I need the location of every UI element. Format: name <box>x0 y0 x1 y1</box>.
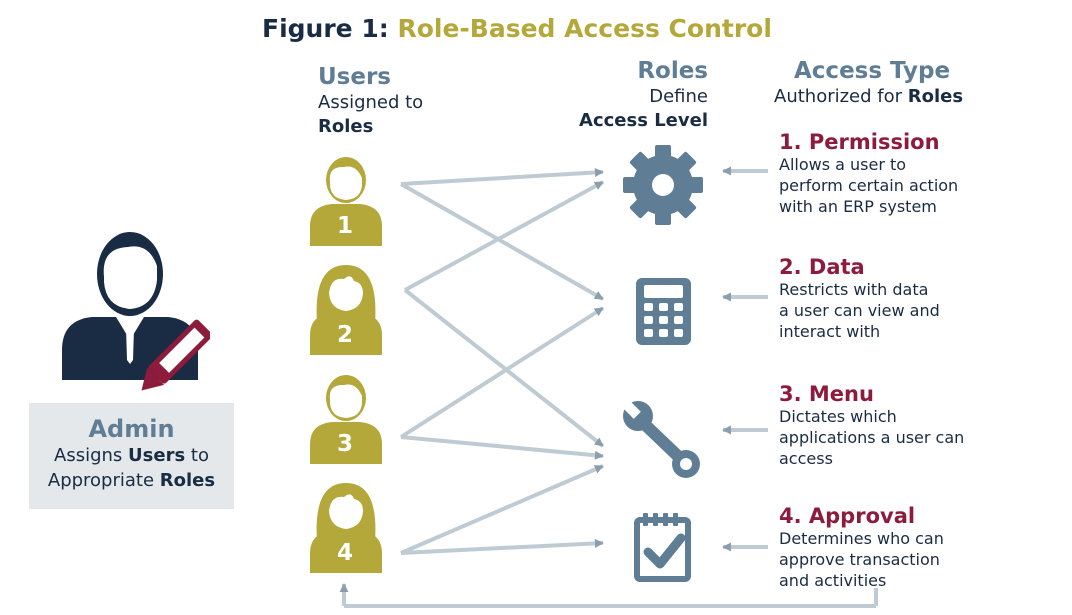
access-column-line-bold: Roles <box>907 86 964 107</box>
roles-column-heading: Roles <box>637 58 708 84</box>
user-number: 3 <box>336 431 353 457</box>
user-1: 1 <box>307 154 387 246</box>
admin-figure <box>50 222 213 392</box>
access-type-title: 3. Menu <box>779 382 874 406</box>
users-column-line2: Roles <box>318 116 374 137</box>
access-type-menu: 3. Menu Dictates which applications a us… <box>779 382 1064 469</box>
connector-user2-role3 <box>403 288 605 448</box>
user-3: 3 <box>307 372 387 464</box>
gear-icon <box>623 145 703 225</box>
admin-line1-suffix: to <box>190 445 209 466</box>
user-number: 2 <box>336 322 353 348</box>
access-type-description: Restricts with data a user can view and … <box>779 280 940 341</box>
admin-line1-bold: Users <box>128 445 186 466</box>
admin-line-1: Assigns Users to <box>29 443 234 468</box>
wrench-icon <box>620 398 700 478</box>
access-column-line-prefix: Authorized for <box>774 86 903 107</box>
figure-title-prefix: Figure 1: <box>262 14 389 43</box>
roles-column-subheading: Define Access Level <box>579 85 708 133</box>
figure-title-main: Role-Based Access Control <box>397 14 772 43</box>
connector-user1-role2 <box>400 182 604 301</box>
female-user-icon <box>310 265 382 355</box>
access-type-permission: 1. Permission Allows a user to perform c… <box>779 130 1064 217</box>
roles-column-line1: Define <box>649 86 708 107</box>
access-type-title: 4. Approval <box>779 504 916 528</box>
role-approval <box>620 508 706 594</box>
user-number: 4 <box>336 540 353 566</box>
admin-line-2: Appropriate Roles <box>29 468 234 493</box>
roles-column-line2: Access Level <box>579 110 708 131</box>
user-2: 2 <box>307 263 387 355</box>
admin-description-box: Admin Assigns Users to Appropriate Roles <box>29 403 234 509</box>
access-type-title: 1. Permission <box>779 130 940 154</box>
connector-user1-role1 <box>400 167 604 186</box>
connector-user3-role2 <box>399 306 605 439</box>
access-type-description: Determines who can approve transaction a… <box>779 529 944 590</box>
connector-user4-role4 <box>400 538 604 555</box>
admin-user-icon <box>62 232 213 391</box>
admin-line2-bold: Roles <box>159 470 216 491</box>
connector-user2-role1 <box>404 180 604 292</box>
access-type-approval: 4. Approval Determines who can approve t… <box>779 504 1064 591</box>
checklist-icon <box>634 513 691 582</box>
female-user-icon <box>310 483 382 573</box>
access-type-title: 2. Data <box>779 255 865 279</box>
role-menu <box>620 396 706 482</box>
admin-line1-prefix: Assigns <box>54 445 123 466</box>
male-user-icon <box>310 375 382 464</box>
admin-title: Admin <box>88 415 175 443</box>
admin-line2-prefix: Appropriate <box>47 470 155 491</box>
access-column-subheading: Authorized for Roles <box>774 85 963 109</box>
role-data <box>620 270 706 356</box>
connector-user3-role3 <box>400 435 604 460</box>
access-type-data: 2. Data Restricts with data a user can v… <box>779 255 1064 342</box>
users-column-heading: Users <box>318 64 391 90</box>
calculator-icon <box>636 278 691 345</box>
user-number: 1 <box>336 213 353 239</box>
male-user-icon <box>310 157 382 246</box>
user-4: 4 <box>307 481 387 573</box>
users-column-subheading: Assigned to Roles <box>318 91 423 139</box>
users-column-line1: Assigned to <box>318 92 424 113</box>
role-permission <box>620 142 706 228</box>
access-column-heading: Access Type <box>794 58 951 84</box>
connector-user4-role3 <box>400 464 604 555</box>
figure-title: Figure 1: Role-Based Access Control <box>262 14 772 43</box>
access-type-description: Dictates which applications a user can a… <box>779 407 965 468</box>
access-type-description: Allows a user to perform certain action … <box>779 155 959 216</box>
